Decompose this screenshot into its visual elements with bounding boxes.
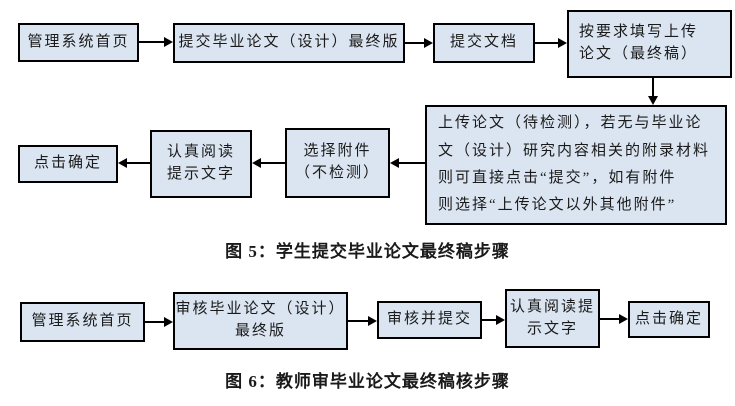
figure5-caption: 图 5：学生提交毕业论文最终稿步骤 (225, 242, 510, 261)
arrow-down-icon (648, 96, 658, 105)
box-label-line: 文（设计）研究内容相关的附录材料 (438, 142, 711, 159)
arrow-line (399, 162, 425, 164)
arrow-left-icon (252, 158, 261, 168)
fig6-box-click-confirm: 点击确定 (628, 301, 710, 338)
arrow-line (482, 319, 497, 321)
arrow-line (652, 78, 654, 96)
fig5-box-home: 管理系统首页 (18, 23, 139, 62)
fig6-box-read-prompt: 认真阅读提 示文字 (505, 289, 600, 348)
arrow-right-icon (619, 314, 628, 324)
arrow-right-icon (496, 315, 505, 325)
box-label-line: 上传论文（待检测），若无与毕业论 (438, 115, 703, 132)
fig6-box-review-final: 审核毕业论文（设计） 最终版 (173, 292, 348, 350)
fig6-box-home: 管理系统首页 (20, 302, 145, 342)
box-label-line: 提示文字 (166, 166, 235, 182)
box-label-line: 认真阅读提 (509, 298, 595, 315)
fig5-box-choose-attachment: 选择附件 （不检测） (285, 128, 390, 198)
arrow-line (600, 318, 620, 320)
box-label-line: 则选择“上传论文以外其他附件” (438, 197, 677, 214)
arrow-line (145, 321, 165, 323)
fig5-box-click-confirm: 点击确定 (18, 145, 118, 183)
arrow-right-icon (164, 317, 173, 327)
box-label-line: 按要求填写上传 (579, 24, 699, 41)
box-label: 审核并提交 (386, 311, 472, 328)
arrow-right-icon (164, 37, 173, 47)
arrow-line (405, 42, 425, 44)
arrow-right-icon (424, 38, 433, 48)
box-label: 管理系统首页 (31, 313, 134, 330)
box-label-line: （不检测） (294, 165, 380, 181)
arrow-line (127, 162, 150, 164)
box-label-line: 选择附件 (303, 143, 372, 160)
fig5-box-fill-upload: 按要求填写上传 论文（最终稿） (567, 10, 732, 78)
box-label-line: 论文（最终稿） (579, 46, 699, 62)
box-label: 点击确定 (634, 310, 703, 327)
box-label-line: 最终版 (234, 323, 286, 339)
box-label: 管理系统首页 (27, 33, 130, 50)
arrow-left-icon (390, 158, 399, 168)
box-label: 提交文档 (449, 34, 518, 51)
arrow-right-icon (558, 38, 567, 48)
fig6-box-review-submit: 审核并提交 (377, 301, 482, 339)
box-label-line: 认真阅读 (166, 144, 235, 161)
fig5-box-upload-detail: 上传论文（待检测），若无与毕业论 文（设计）研究内容相关的附录材料 则可直接点击… (425, 105, 727, 225)
fig5-box-submit-final: 提交毕业论文（设计）最终版 (173, 23, 405, 63)
arrow-line (535, 42, 559, 44)
arrow-line (139, 41, 164, 43)
box-label: 点击确定 (33, 155, 102, 172)
arrow-left-icon (118, 158, 127, 168)
box-label-line: 示文字 (526, 320, 578, 337)
figure6-caption: 图 6：教师审毕业论文最终稿核步骤 (225, 372, 510, 391)
box-label-line: 则可直接点击“提交”，如有附件 (438, 170, 677, 186)
fig5-box-submit-doc: 提交文档 (433, 23, 535, 63)
fig5-box-read-prompt: 认真阅读 提示文字 (150, 130, 252, 198)
box-label: 提交毕业论文（设计）最终版 (178, 34, 400, 51)
box-label-line: 审核毕业论文（设计） (175, 301, 346, 318)
arrow-line (348, 320, 369, 322)
arrow-line (261, 162, 285, 164)
arrow-right-icon (368, 316, 377, 326)
